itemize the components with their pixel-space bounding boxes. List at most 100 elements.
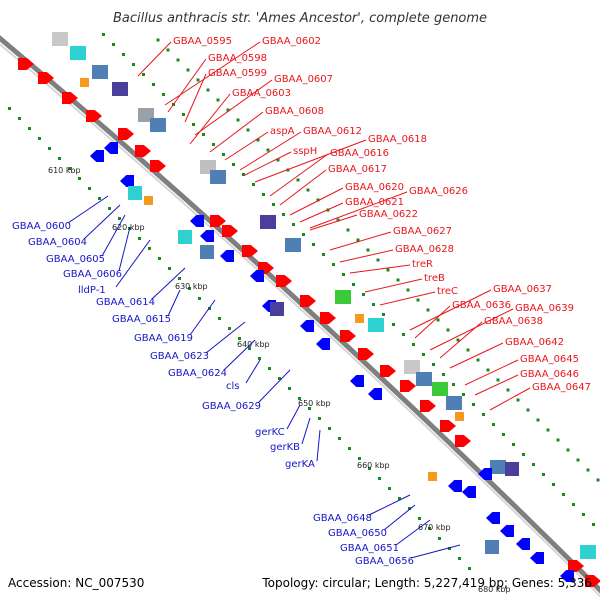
feature-dot — [236, 118, 240, 122]
feature-dot — [196, 78, 200, 82]
feature-dot — [38, 137, 41, 140]
reverse-gene-arrow — [516, 538, 530, 550]
reverse-label-leader — [410, 544, 461, 559]
reverse-gene-arrow — [560, 570, 574, 582]
map-title: Bacillus anthracis str. 'Ames Ancestor',… — [113, 11, 487, 26]
reverse-gene-label: gerKA — [285, 459, 315, 470]
gene-block — [335, 290, 351, 304]
feature-dot — [336, 218, 340, 222]
reverse-gene-arrow — [500, 525, 514, 537]
feature-dot — [186, 68, 190, 72]
reverse-gene-label: GBAA_0606 — [63, 269, 122, 280]
forward-gene-arrow — [380, 365, 396, 377]
feature-dot — [248, 347, 251, 350]
feature-dot — [368, 467, 371, 470]
gene-block — [416, 372, 432, 386]
reverse-gene-label: gerKB — [270, 442, 300, 453]
feature-dot — [342, 273, 345, 276]
gene-block — [428, 472, 437, 481]
gene-block — [178, 230, 192, 244]
feature-dot — [132, 63, 135, 66]
reverse-gene-arrow — [478, 468, 492, 480]
forward-gene-arrow — [276, 275, 292, 287]
feature-dot — [562, 493, 565, 496]
forward-label-leader — [449, 342, 504, 369]
feature-dot — [222, 153, 225, 156]
forward-label-leader — [329, 231, 392, 251]
feature-dot — [226, 108, 230, 112]
forward-gene-arrow — [300, 295, 316, 307]
feature-dot — [486, 368, 490, 372]
reverse-gene-label: cls — [226, 381, 240, 392]
forward-gene-label: GBAA_0627 — [393, 226, 452, 237]
feature-dot — [302, 233, 305, 236]
forward-gene-label: treB — [424, 273, 445, 284]
feature-dot — [292, 223, 295, 226]
feature-dot — [432, 363, 435, 366]
gene-block — [128, 186, 142, 200]
forward-gene-label: GBAA_0620 — [345, 182, 404, 193]
feature-dot — [422, 353, 425, 356]
feature-dot — [506, 388, 510, 392]
feature-dot — [142, 73, 145, 76]
forward-label-leader — [379, 291, 436, 306]
reverse-gene-label: GBAA_0623 — [150, 351, 209, 362]
feature-dot — [58, 157, 61, 160]
feature-dot — [512, 443, 515, 446]
forward-gene-arrow — [320, 312, 336, 324]
reverse-gene-label: GBAA_0614 — [96, 297, 155, 308]
forward-gene-label: GBAA_0637 — [493, 284, 552, 295]
feature-dot — [492, 423, 495, 426]
feature-dot — [298, 397, 301, 400]
feature-dot — [182, 113, 185, 116]
feature-dot — [266, 148, 270, 152]
feature-dot — [456, 338, 460, 342]
gene-block — [285, 238, 301, 252]
feature-dot — [316, 198, 320, 202]
feature-dot — [252, 183, 255, 186]
feature-dot — [416, 298, 420, 302]
reverse-label-leader — [368, 494, 411, 516]
reverse-label-leader — [316, 429, 321, 462]
gene-block — [260, 215, 276, 229]
feature-dot — [452, 383, 455, 386]
forward-gene-arrow — [340, 330, 356, 342]
reverse-label-leader — [383, 504, 416, 531]
feature-dot — [566, 448, 570, 452]
feature-dot — [122, 53, 125, 56]
feature-dot — [576, 458, 580, 462]
forward-gene-arrow — [440, 420, 456, 432]
reverse-gene-labels: GBAA_0600GBAA_0604GBAA_0605GBAA_0606lldP… — [12, 195, 461, 567]
feature-dot — [202, 133, 205, 136]
reverse-gene-label: GBAA_0656 — [355, 556, 414, 567]
forward-gene-label: GBAA_0603 — [232, 88, 291, 99]
reverse-label-leader — [257, 369, 291, 404]
feature-dot — [552, 483, 555, 486]
feature-dot — [152, 83, 155, 86]
feature-dot — [228, 327, 231, 330]
feature-dot — [366, 248, 370, 252]
feature-dot — [466, 348, 470, 352]
feature-dot — [312, 243, 315, 246]
forward-label-leader — [299, 202, 344, 223]
feature-dot — [332, 263, 335, 266]
forward-gene-label: GBAA_0608 — [265, 106, 324, 117]
forward-gene-label: GBAA_0595 — [173, 36, 232, 47]
gene-block — [455, 412, 464, 421]
feature-dot — [138, 237, 141, 240]
feature-dot — [446, 328, 450, 332]
feature-dot — [246, 128, 250, 132]
forward-gene-arrow — [455, 435, 471, 447]
forward-gene-arrow — [135, 145, 151, 157]
feature-dot — [468, 567, 471, 570]
reverse-label-leader — [83, 204, 121, 240]
scale-tick-label: 630 kbp — [175, 282, 208, 291]
gene-block — [432, 382, 448, 396]
reverse-label-leader — [205, 321, 246, 354]
forward-label-leader — [224, 131, 269, 161]
reverse-gene-label: GBAA_0600 — [12, 221, 71, 232]
feature-dot — [238, 337, 241, 340]
feature-dot — [438, 537, 441, 540]
forward-gene-label: GBAA_0646 — [520, 369, 579, 380]
